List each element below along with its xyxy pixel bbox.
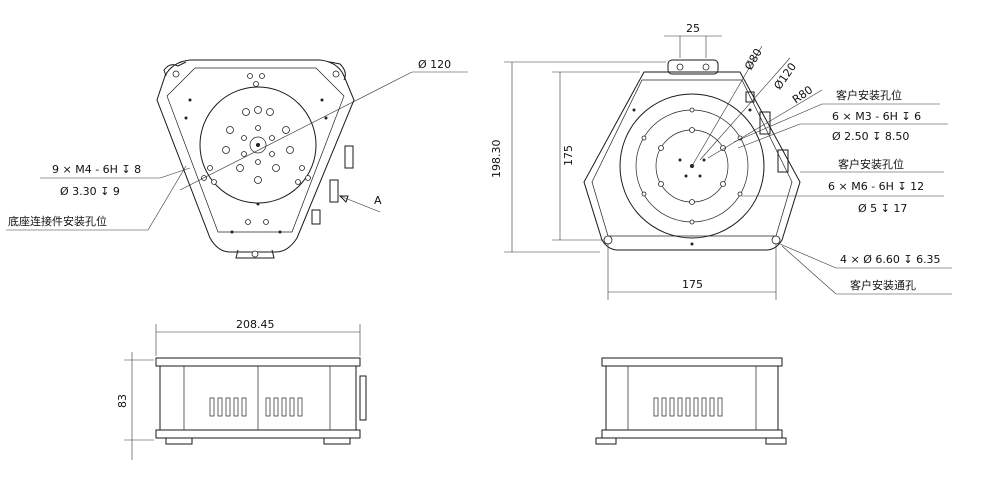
callout-c-drill: Ø 5 ↧ 17 — [858, 202, 907, 215]
dim-d120: Ø120 — [771, 60, 799, 92]
left-ear-hole — [172, 70, 180, 78]
right-inner-outline — [591, 79, 793, 237]
callout-c-thread: 6 × M6 - 6H ↧ 12 — [828, 180, 924, 193]
leader-d80 — [691, 45, 763, 167]
left-hole-pattern — [184, 73, 328, 234]
left-center-boss — [249, 136, 267, 154]
dim-height-inner: 175 — [562, 145, 575, 166]
left-base-plate-outline — [156, 59, 355, 253]
dim-r80: R80 — [790, 83, 815, 106]
dim-width-25: 25 — [686, 22, 700, 35]
left-callout-desc: 底座连接件安装孔位 — [8, 214, 107, 228]
right-side-view — [595, 357, 787, 445]
dim-width-bottom: 175 — [682, 278, 703, 291]
right-mount-hole — [771, 235, 781, 245]
leader-r80 — [707, 89, 823, 159]
left-callout-drill: Ø 3.30 ↧ 9 — [60, 185, 120, 198]
left-ear-top-left — [163, 61, 187, 77]
left-side-view: 208.45 83 — [116, 318, 367, 460]
dim-side-height: 83 — [116, 394, 129, 408]
right-side-vent-slots — [653, 397, 723, 417]
right-side-top-plate — [601, 357, 783, 367]
callout-b-title: 客户安装孔位 — [836, 88, 902, 102]
dim-d80: Ø80 — [742, 46, 765, 72]
right-side-bottom-plate — [601, 429, 783, 439]
left-top-view: Ø 120 9 × M4 - 6H ↧ 8 Ø 3.30 ↧ 9 底座连接件安装… — [6, 58, 468, 259]
callout-c-title: 客户安装孔位 — [838, 157, 904, 171]
left-side-connectors — [311, 145, 354, 225]
right-top-view: 25 Ø80 Ø120 R80 客户安装孔位 6 × M3 - 6H ↧ 6 Ø… — [490, 22, 952, 300]
callout-d-spec: 4 × Ø 6.60 ↧ 6.35 — [840, 253, 941, 266]
callout-d-desc: 客户安装通孔 — [850, 278, 916, 292]
side-vent-slots — [209, 397, 303, 417]
side-top-plate — [155, 357, 361, 367]
right-side-body — [605, 365, 779, 431]
leader-d120 — [699, 57, 791, 161]
left-ear-hole — [251, 250, 259, 258]
callout-b-drill: Ø 2.50 ↧ 8.50 — [832, 130, 909, 143]
side-bottom-plate — [155, 429, 361, 439]
left-diameter-leader — [179, 71, 413, 191]
left-callout-thread: 9 × M4 - 6H ↧ 8 — [52, 163, 141, 176]
left-ear-top-right — [329, 61, 346, 81]
right-base-plate-outline — [583, 71, 801, 251]
right-hole-pattern — [632, 107, 752, 246]
left-ear-hole — [332, 70, 340, 78]
right-side-connectors — [745, 91, 789, 173]
left-ear-bottom — [235, 249, 275, 259]
left-inner-outline — [166, 67, 345, 233]
left-diameter-label: Ø 120 — [418, 58, 451, 71]
dim-height-total: 198.30 — [490, 140, 503, 179]
callout-b-thread: 6 × M3 - 6H ↧ 6 — [832, 110, 921, 123]
right-outer-circle — [619, 93, 765, 239]
right-mount-hole — [603, 235, 613, 245]
dim-side-width: 208.45 — [236, 318, 275, 331]
view-arrow-label: A — [374, 194, 382, 207]
right-top-ear — [667, 59, 719, 75]
